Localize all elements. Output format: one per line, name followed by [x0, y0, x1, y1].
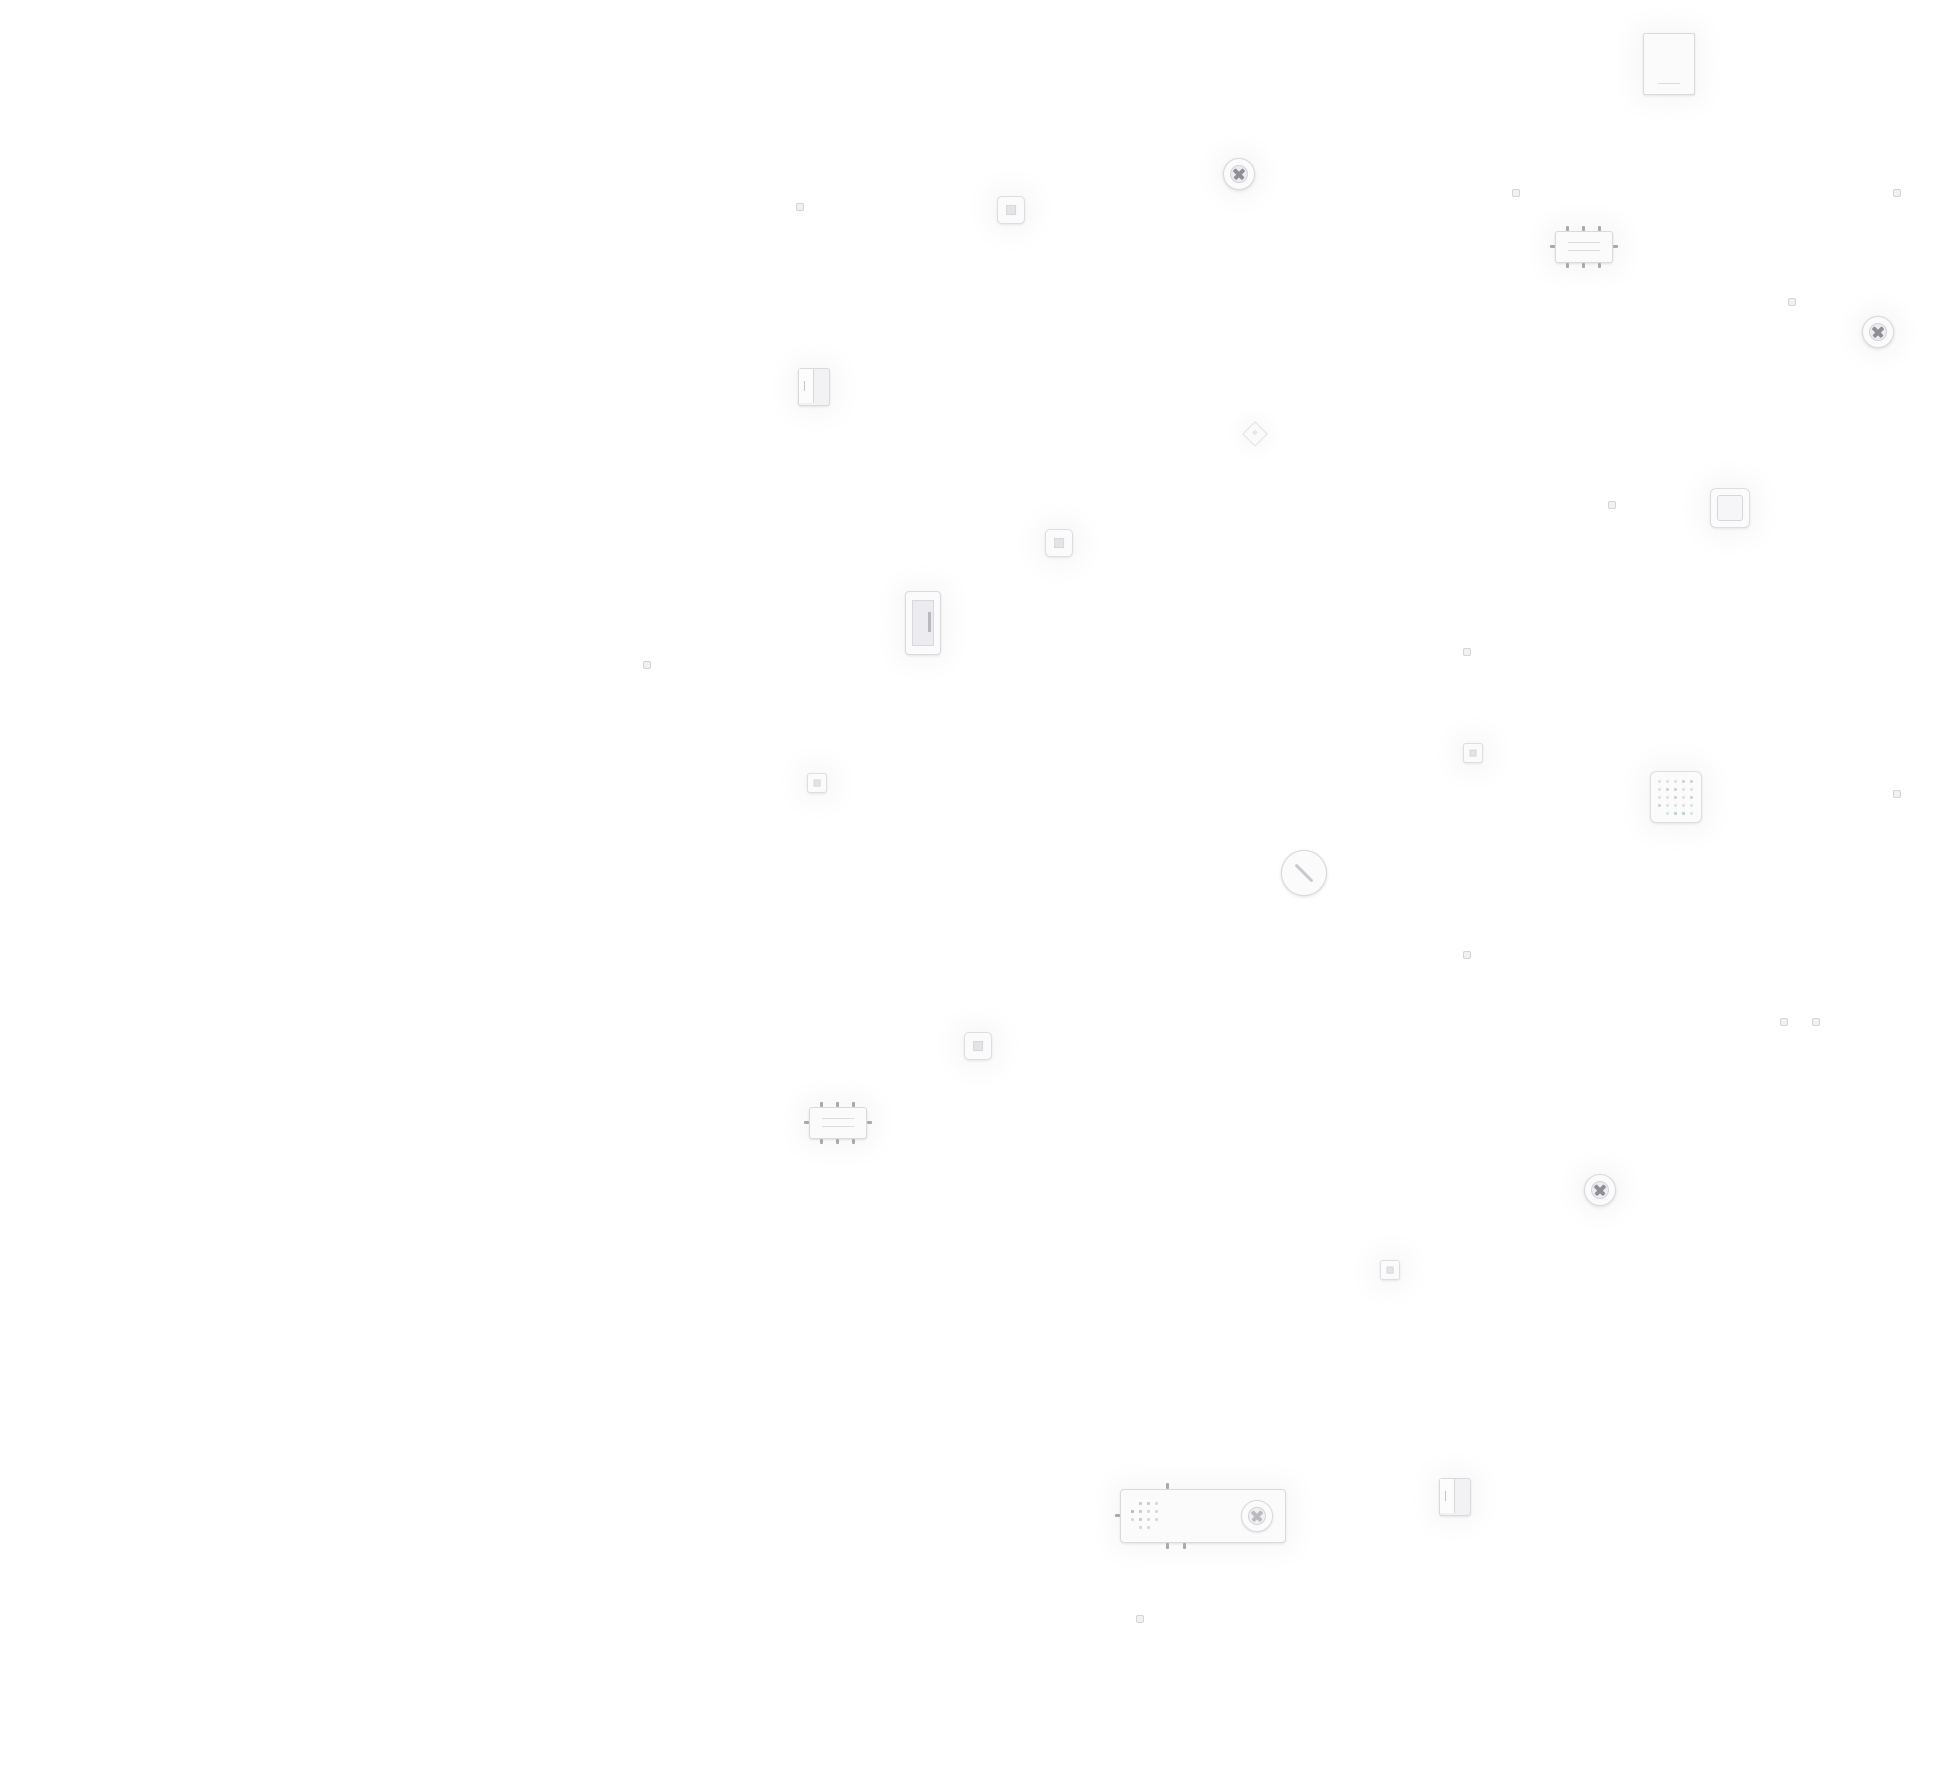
round-cross-badge-icon[interactable] — [1223, 158, 1255, 190]
dotted-grid-icon — [1131, 1500, 1167, 1532]
slash-dial-icon[interactable] — [1281, 850, 1327, 896]
connector-dot-icon[interactable] — [643, 661, 651, 669]
square-chip-icon[interactable] — [1463, 743, 1483, 763]
square-chip-icon[interactable] — [964, 1032, 992, 1060]
square-chip-icon[interactable] — [1045, 529, 1073, 557]
connector-dot-icon[interactable] — [1463, 648, 1471, 656]
square-chip-icon[interactable] — [1380, 1260, 1400, 1280]
ic-chip-icon[interactable] — [804, 1102, 872, 1144]
board-module-icon[interactable] — [1115, 1483, 1286, 1549]
square-chip-icon[interactable] — [807, 773, 827, 793]
square-chip-icon[interactable] — [1710, 488, 1750, 528]
door-panel-icon[interactable] — [1439, 1478, 1471, 1516]
connector-dot-icon[interactable] — [796, 203, 804, 211]
diamond-icon[interactable] — [1242, 421, 1268, 447]
round-cross-badge-icon[interactable] — [1584, 1174, 1616, 1206]
connector-dot-icon[interactable] — [1788, 298, 1796, 306]
ic-chip-icon[interactable] — [1550, 226, 1618, 268]
door-panel-icon[interactable] — [798, 368, 830, 406]
square-chip-icon[interactable] — [997, 196, 1025, 224]
connector-dot-icon[interactable] — [1893, 790, 1901, 798]
connector-dot-icon[interactable] — [1780, 1018, 1788, 1026]
connector-dot-icon[interactable] — [1893, 189, 1901, 197]
connector-dot-icon[interactable] — [1136, 1615, 1144, 1623]
round-cross-badge-icon[interactable] — [1241, 1500, 1273, 1532]
dotted-grid-icon[interactable] — [1650, 771, 1702, 823]
card-icon[interactable] — [1643, 33, 1695, 95]
connector-dot-icon[interactable] — [1463, 951, 1471, 959]
connector-dot-icon[interactable] — [1512, 189, 1520, 197]
door-panel-icon[interactable] — [905, 591, 941, 655]
connector-dot-icon[interactable] — [1608, 501, 1616, 509]
connector-dot-icon[interactable] — [1812, 1018, 1820, 1026]
round-cross-badge-icon[interactable] — [1862, 316, 1894, 348]
